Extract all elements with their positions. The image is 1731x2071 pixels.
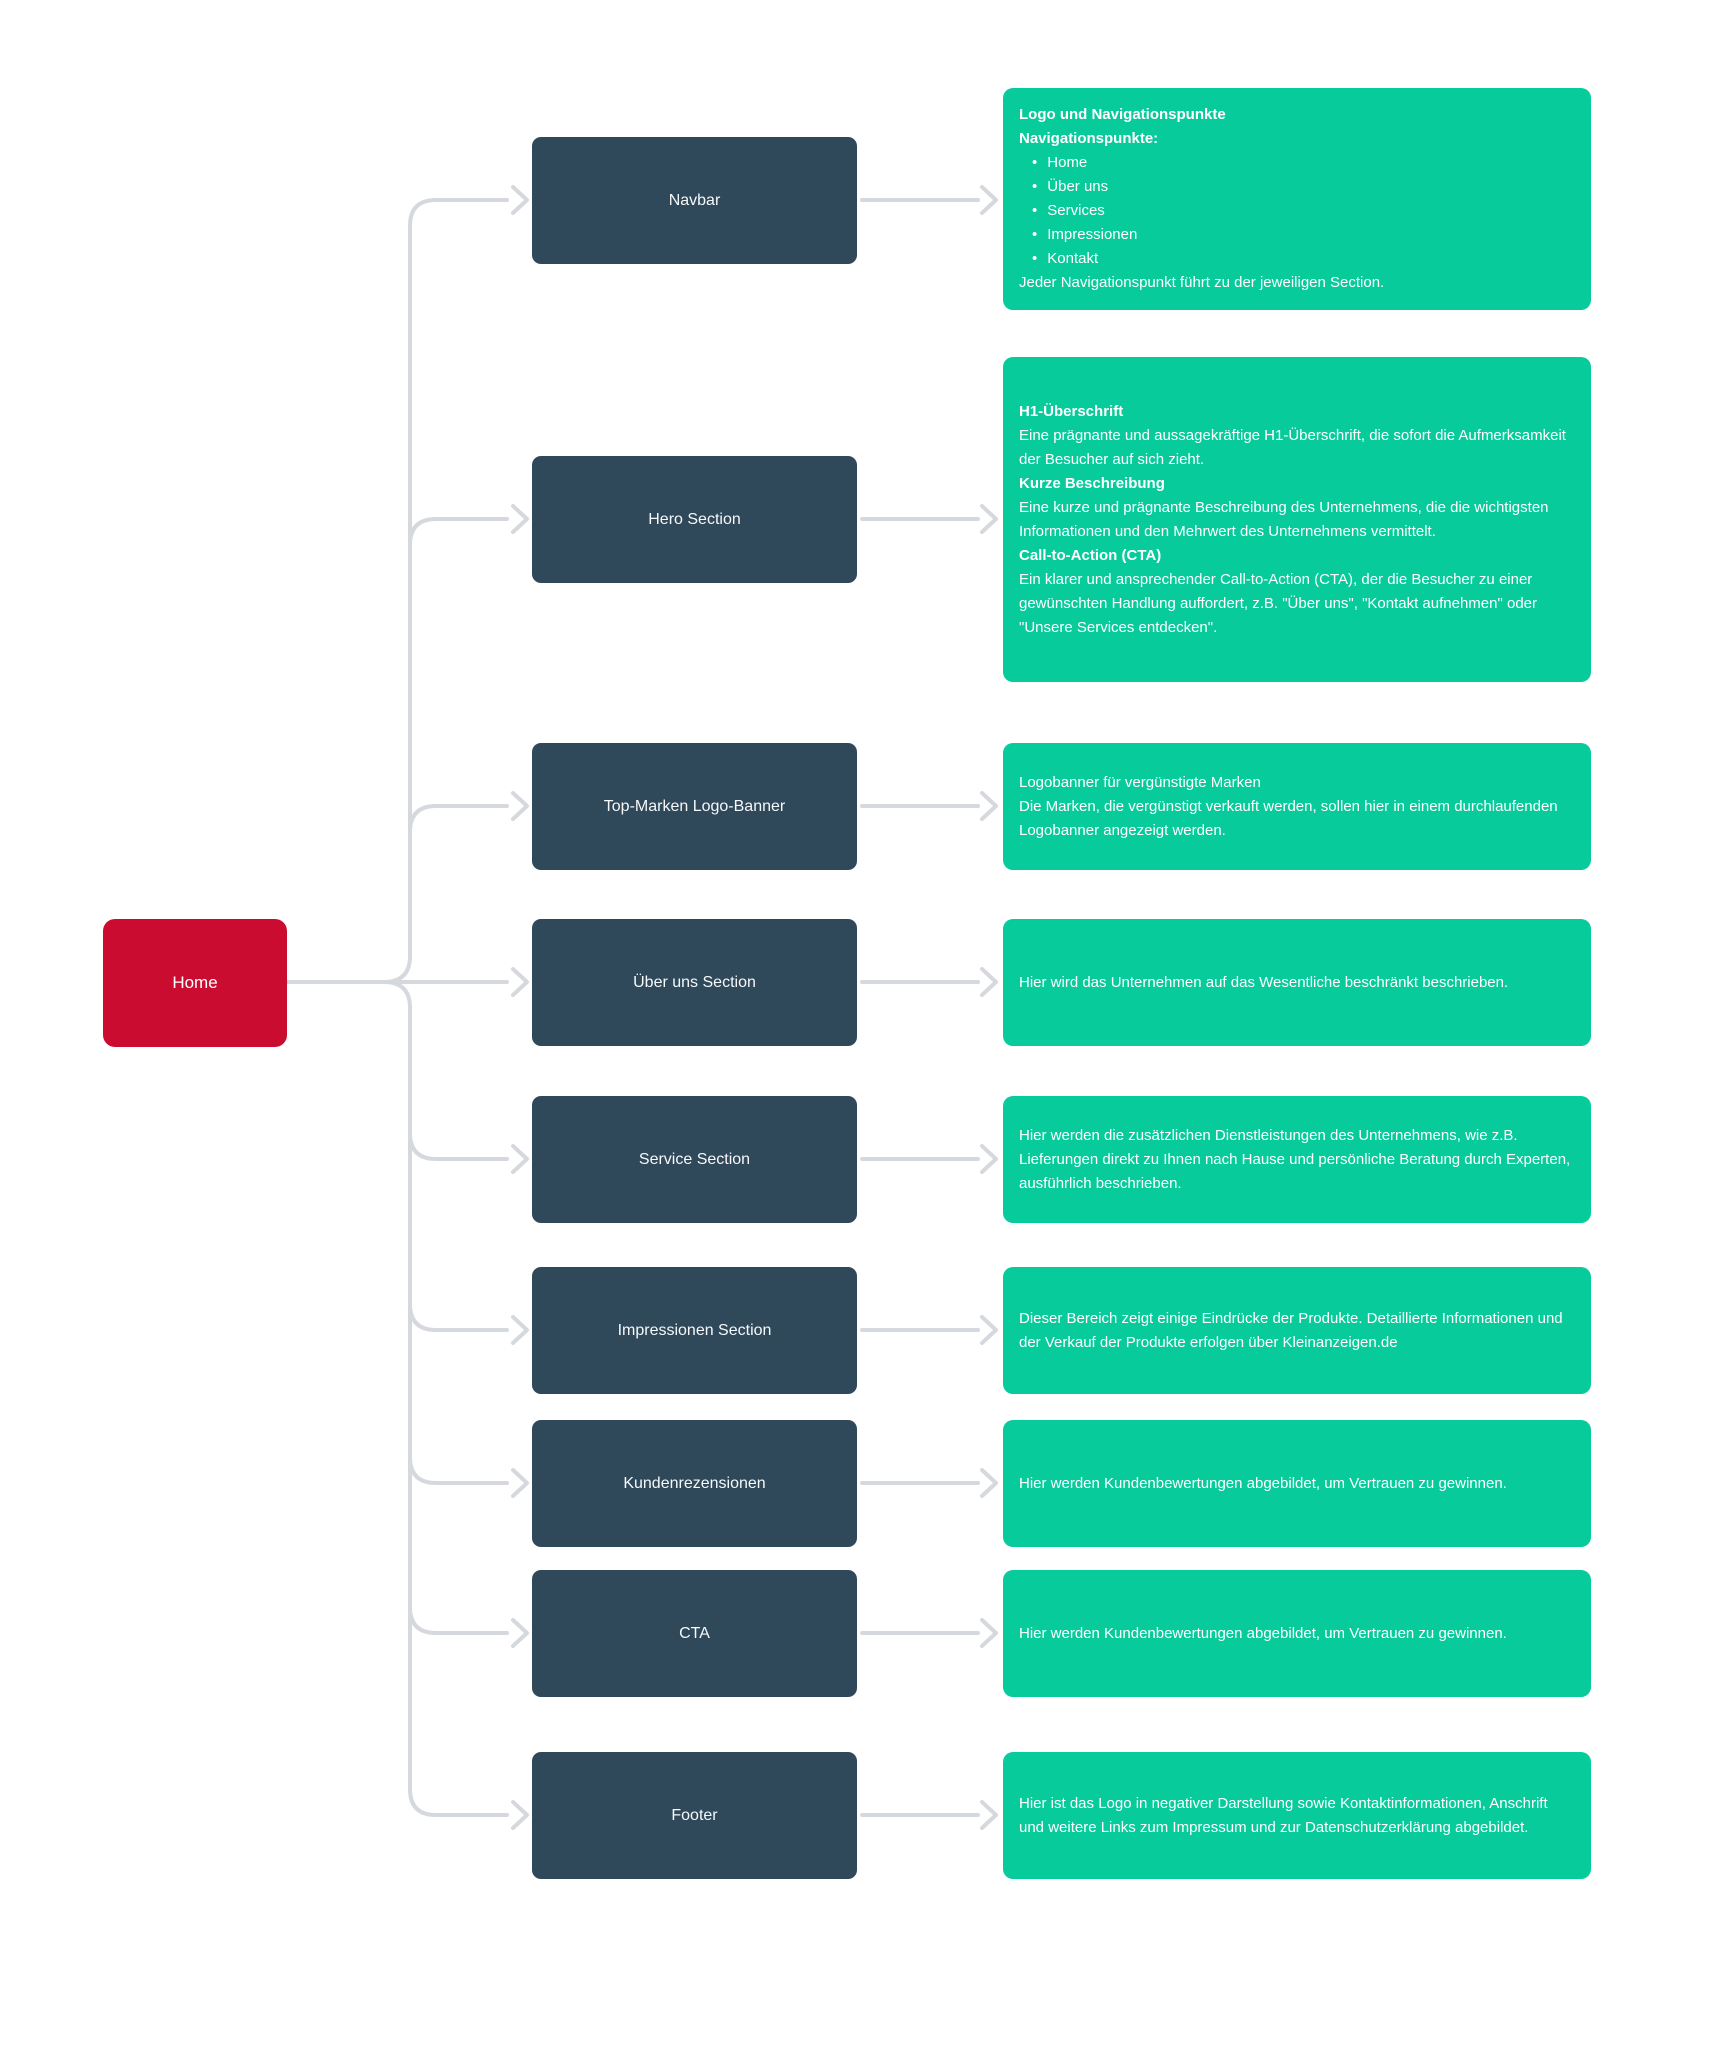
note-bullet-item: Kontakt <box>1032 247 1575 271</box>
arrowhead-icon <box>980 1315 998 1345</box>
section-node-label: Navbar <box>668 191 721 209</box>
note-text-line: Hier werden die zusätzlichen Dienstleist… <box>1019 1126 1571 1192</box>
section-node-label: Über uns Section <box>633 973 756 991</box>
note-cta[interactable]: Hier werden Kundenbewertungen abgebildet… <box>1003 1570 1591 1697</box>
connector-branch <box>408 1455 509 1485</box>
arrowhead-icon <box>511 791 529 821</box>
note-ueber-uns-section[interactable]: Hier wird das Unternehmen auf das Wesent… <box>1003 919 1591 1046</box>
note-heading-line: Call-to-Action (CTA) <box>1019 546 1162 564</box>
section-node-top-marken-logo-banner[interactable]: Top-Marken Logo-Banner <box>532 743 857 870</box>
section-node-label: Hero Section <box>648 510 741 528</box>
note-text-line: Die Marken, die vergünstigt verkauft wer… <box>1019 797 1558 839</box>
note-heading-line: Navigationspunkte: <box>1019 130 1159 147</box>
arrowhead-icon <box>980 1618 998 1648</box>
section-node-ueber-uns-section[interactable]: Über uns Section <box>532 919 857 1046</box>
note-bullet-item: Über uns <box>1032 175 1575 199</box>
arrowhead-icon <box>511 967 529 997</box>
home-node-label: Home <box>172 973 218 992</box>
note-impressionen-section[interactable]: Dieser Bereich zeigt einige Eindrücke de… <box>1003 1267 1591 1394</box>
section-node-label: Impressionen Section <box>617 1321 772 1339</box>
note-text-line: Hier ist das Logo in negativer Darstellu… <box>1019 1794 1548 1836</box>
connector-branch <box>408 1605 509 1635</box>
arrowhead-icon <box>980 1800 998 1830</box>
note-bullet-list: HomeÜber unsServicesImpressionenKontakt <box>1019 151 1575 271</box>
arrowhead-icon <box>511 1144 529 1174</box>
note-text-line: Eine kurze und prägnante Beschreibung de… <box>1019 498 1549 540</box>
note-text-line: Dieser Bereich zeigt einige Eindrücke de… <box>1019 1309 1563 1351</box>
section-node-hero-section[interactable]: Hero Section <box>532 456 857 583</box>
arrowhead-icon <box>980 1144 998 1174</box>
arrowhead-icon <box>511 185 529 215</box>
connector-branch <box>408 517 509 547</box>
note-service-section[interactable]: Hier werden die zusätzlichen Dienstleist… <box>1003 1096 1591 1223</box>
connector-trunk-down <box>382 980 509 1817</box>
section-node-label: Top-Marken Logo-Banner <box>603 797 786 815</box>
section-node-label: Service Section <box>638 1150 751 1168</box>
arrowhead-icon <box>511 1800 529 1830</box>
note-kundenrezensionen[interactable]: Hier werden Kundenbewertungen abgebildet… <box>1003 1420 1591 1547</box>
note-text-line: Ein klarer und ansprechender Call-to-Act… <box>1019 570 1538 636</box>
note-text-line: Hier werden Kundenbewertungen abgebildet… <box>1019 1474 1507 1492</box>
note-bullet-item: Home <box>1032 151 1575 175</box>
section-node-service-section[interactable]: Service Section <box>532 1096 857 1223</box>
section-node-label: Footer <box>671 1806 718 1824</box>
arrowhead-icon <box>980 791 998 821</box>
arrowhead-icon <box>511 504 529 534</box>
note-heading-line: Kurze Beschreibung <box>1019 474 1165 492</box>
arrowhead-icon <box>980 185 998 215</box>
arrowhead-icon <box>980 967 998 997</box>
connector-branch <box>408 1131 509 1161</box>
arrowhead-icon <box>511 1618 529 1648</box>
section-node-label: CTA <box>679 1624 710 1642</box>
note-bullet-item: Impressionen <box>1032 223 1575 247</box>
arrowhead-icon <box>511 1315 529 1345</box>
section-node-label: Kundenrezensionen <box>623 1474 766 1492</box>
note-footer[interactable]: Hier ist das Logo in negativer Darstellu… <box>1003 1752 1591 1879</box>
section-node-navbar[interactable]: Navbar <box>532 137 857 264</box>
section-node-cta[interactable]: CTA <box>532 1570 857 1697</box>
note-text-line: Hier werden Kundenbewertungen abgebildet… <box>1019 1624 1507 1642</box>
note-bullet-item: Services <box>1032 199 1575 223</box>
arrowhead-icon <box>511 1468 529 1498</box>
home-node[interactable]: Home <box>103 919 287 1047</box>
note-heading-line: H1-Überschrift <box>1019 402 1124 420</box>
note-text-line: Logobanner für vergünstigte Marken <box>1019 773 1261 791</box>
arrowhead-icon <box>980 1468 998 1498</box>
note-text-line: Jeder Navigationspunkt führt zu der jewe… <box>1019 274 1385 291</box>
note-heading-line: Logo und Navigationspunkte <box>1019 106 1226 123</box>
connector-branch <box>408 804 509 834</box>
connector-branch <box>408 1302 509 1332</box>
section-node-impressionen-section[interactable]: Impressionen Section <box>532 1267 857 1394</box>
section-node-footer[interactable]: Footer <box>532 1752 857 1879</box>
section-node-kundenrezensionen[interactable]: Kundenrezensionen <box>532 1420 857 1547</box>
arrowhead-icon <box>980 504 998 534</box>
note-text-line: Eine prägnante und aussagekräftige H1-Üb… <box>1019 426 1566 468</box>
connector-trunk-up <box>382 198 509 984</box>
note-text-line: Hier wird das Unternehmen auf das Wesent… <box>1019 973 1509 991</box>
